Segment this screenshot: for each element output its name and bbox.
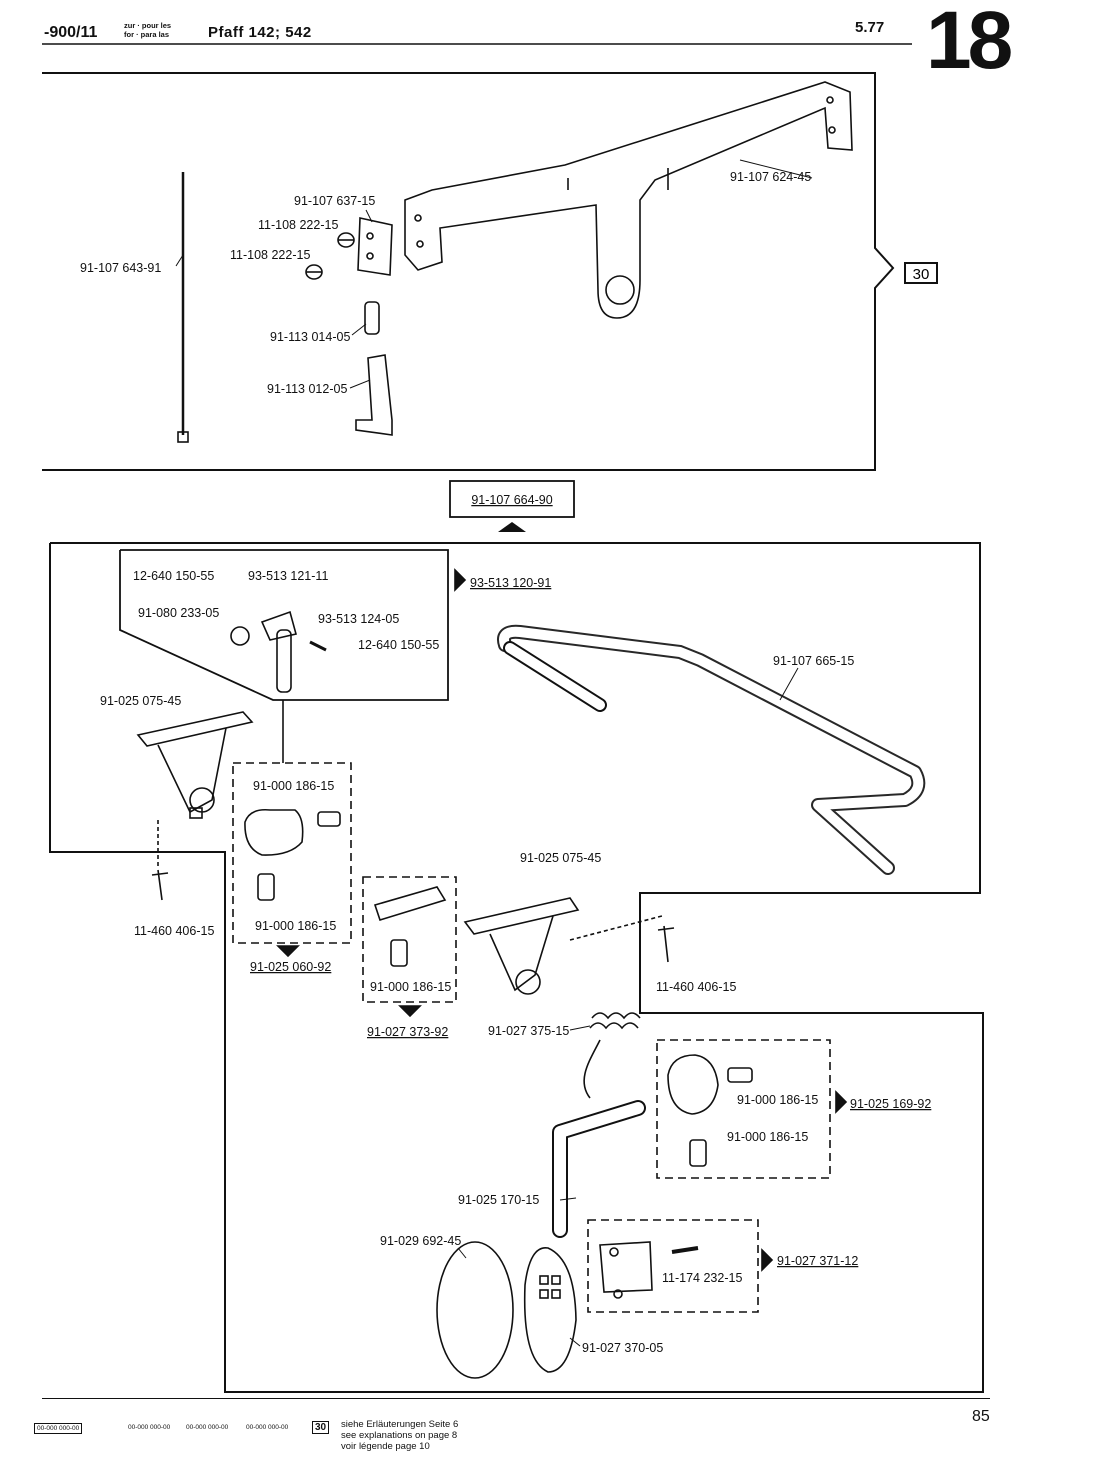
footer-rule	[42, 1398, 990, 1399]
group-060-box	[232, 762, 352, 944]
label-p232: 11-174 232-15	[662, 1271, 742, 1285]
group-373-box	[362, 876, 457, 1003]
label-p075b: 91-025 075-45	[520, 851, 601, 865]
footer-note-en: see explanations on page 8	[341, 1430, 458, 1441]
bracket-hole	[605, 275, 635, 305]
label-p060: 91-025 060-92	[250, 960, 331, 974]
top-panel-frame	[42, 72, 895, 471]
bracket-624	[404, 81, 853, 319]
footer-ref-1: 00-000 000-00	[34, 1423, 83, 1434]
page-number: 85	[972, 1408, 990, 1425]
screw-186e	[689, 1139, 707, 1167]
label-p371: 91-027 371-12	[777, 1254, 858, 1268]
guide-012	[355, 354, 393, 436]
issue-date: 5.77	[855, 19, 885, 36]
group-169-box	[656, 1039, 831, 1179]
label-p373: 91-027 373-92	[367, 1025, 448, 1039]
screw-406a	[151, 869, 169, 901]
plate-637	[357, 217, 393, 276]
stud-121	[276, 629, 292, 693]
label-p012: 91-113 012-05	[267, 382, 347, 396]
label-p665: 91-107 665-15	[773, 654, 854, 668]
label-p169: 91-025 169-92	[850, 1097, 931, 1111]
machine-model: Pfaff 142; 542	[208, 24, 312, 41]
label-zur-pour: zur · pour les	[124, 21, 172, 30]
label-p124: 93-513 124-05	[318, 612, 399, 626]
screw-186a	[317, 811, 341, 827]
label-p120: 93-513 120-91	[470, 576, 551, 590]
label-p692: 91-029 692-45	[380, 1234, 461, 1248]
label-p150b: 12-640 150-55	[358, 638, 439, 652]
assembly-main-number: 91-107 664-90	[471, 493, 552, 507]
label-p375: 91-027 375-15	[488, 1024, 569, 1038]
bracket-371	[599, 1241, 653, 1293]
footer-ref-box: 30	[312, 1421, 330, 1434]
section-ref-label: 30	[913, 266, 930, 283]
footer-note-de: siehe Erläuterungen Seite 6	[341, 1419, 459, 1430]
label-p014: 91-113 014-05	[270, 330, 350, 344]
screw-186d	[727, 1067, 753, 1083]
cover-692	[436, 1241, 514, 1379]
label-p406b: 11-460 406-15	[656, 980, 736, 994]
label-p370: 91-027 370-05	[582, 1341, 663, 1355]
clamp-121	[260, 610, 297, 641]
label-p186c: 91-000 186-15	[370, 980, 451, 994]
label-p150a: 12-640 150-55	[133, 569, 214, 583]
label-p222b: 11-108 222-15	[230, 248, 310, 262]
section-ref-box	[904, 262, 938, 284]
plate-370	[523, 1247, 577, 1373]
label-p643: 91-107 643-91	[80, 261, 161, 275]
label-p121: 93-513 121-11	[248, 569, 328, 583]
screw-232	[671, 1246, 699, 1254]
label-p624: 91-107 624-45	[730, 170, 811, 184]
page-group-number: 18	[926, 0, 1013, 86]
label-p222a: 11-108 222-15	[258, 218, 338, 232]
screw-124	[309, 640, 327, 652]
footer-note-fr: voir légende page 10	[341, 1441, 430, 1452]
bracket-075a	[136, 711, 254, 747]
footer-ref-2: 00-000 000-00	[128, 1424, 171, 1431]
pin-014	[364, 301, 380, 335]
label-for-para: for · para las	[124, 30, 170, 39]
label-p186e: 91-000 186-15	[727, 1130, 808, 1144]
lever-373	[373, 886, 447, 921]
label-p075a: 91-025 075-45	[100, 694, 181, 708]
bracket-075b	[463, 897, 580, 935]
label-p186d: 91-000 186-15	[737, 1093, 818, 1107]
footer-ref-3: 00-000 000-00	[186, 1424, 229, 1431]
assembly-pointer	[498, 522, 526, 532]
screw-186b	[257, 873, 275, 901]
group-371-box	[587, 1219, 759, 1313]
label-p186a: 91-000 186-15	[253, 779, 334, 793]
screw-186c	[390, 939, 408, 967]
catalog-code: -900/11	[44, 24, 98, 41]
label-p186b: 91-000 186-15	[255, 919, 336, 933]
footer-ref-4: 00-000 000-00	[246, 1424, 289, 1431]
main-panel-frame	[49, 542, 984, 1393]
label-p637: 91-107 637-15	[294, 194, 375, 208]
collar-186a	[244, 808, 304, 856]
label-p233: 91-080 233-05	[138, 606, 219, 620]
washer-233	[230, 626, 250, 646]
spring-375	[591, 1012, 641, 1020]
label-p406a: 11-460 406-15	[134, 924, 214, 938]
screw-406b	[657, 925, 675, 963]
label-p170: 91-025 170-15	[458, 1193, 539, 1207]
assembly-main-box	[449, 480, 575, 518]
collar-186d	[667, 1054, 719, 1115]
inset-frame	[119, 549, 449, 701]
